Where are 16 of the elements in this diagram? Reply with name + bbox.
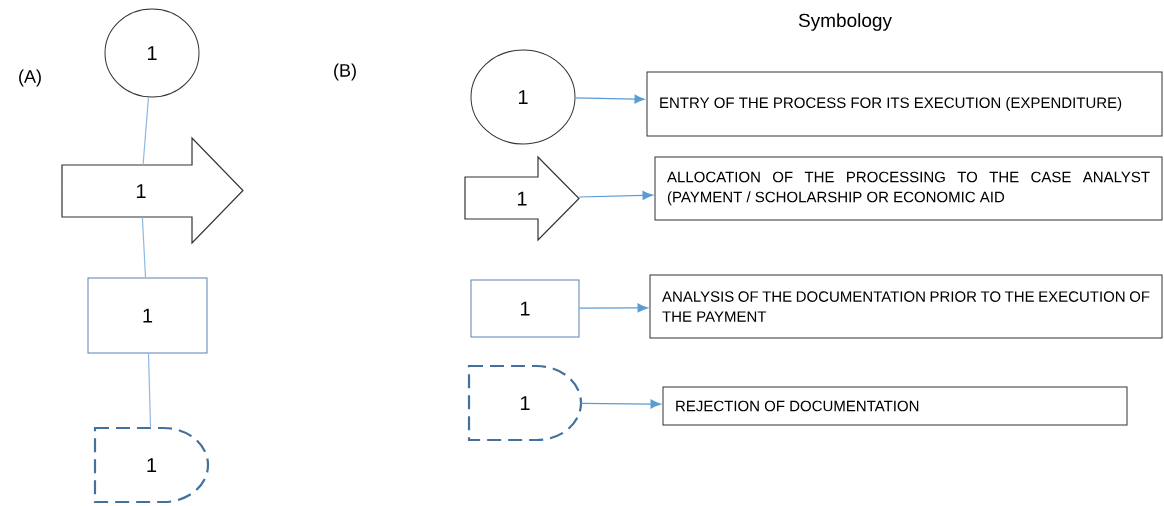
description-box: ENTRY OF THE PROCESS FOR ITS EXECUTION (EXPENDITURE) (646, 71, 1163, 137)
panel-label: (B) (334, 63, 356, 81)
connector (142, 96, 150, 166)
connector (147, 352, 152, 429)
description-box: ALLOCATION OF THE PROCESSING TO THE CASE ANALYST (PAYMENT / SCHOLARSHIP OR ECONOMIC AID (654, 156, 1163, 221)
panel-label: (A) (19, 69, 41, 87)
title: Symbology (798, 13, 892, 31)
connector (578, 303, 648, 313)
description-box: REJECTION OF DOCUMENTATION (662, 386, 1128, 426)
connector (574, 94, 645, 104)
connector (580, 399, 661, 409)
process-box: 1 (87, 277, 208, 354)
connector (141, 216, 147, 279)
connector (578, 190, 653, 200)
description-box: ANALYSIS OF THE DOCUMENTATION PRIOR TO THE EXECUTION OF THE PAYMENT (649, 274, 1163, 339)
process-box: 1 (470, 279, 580, 338)
